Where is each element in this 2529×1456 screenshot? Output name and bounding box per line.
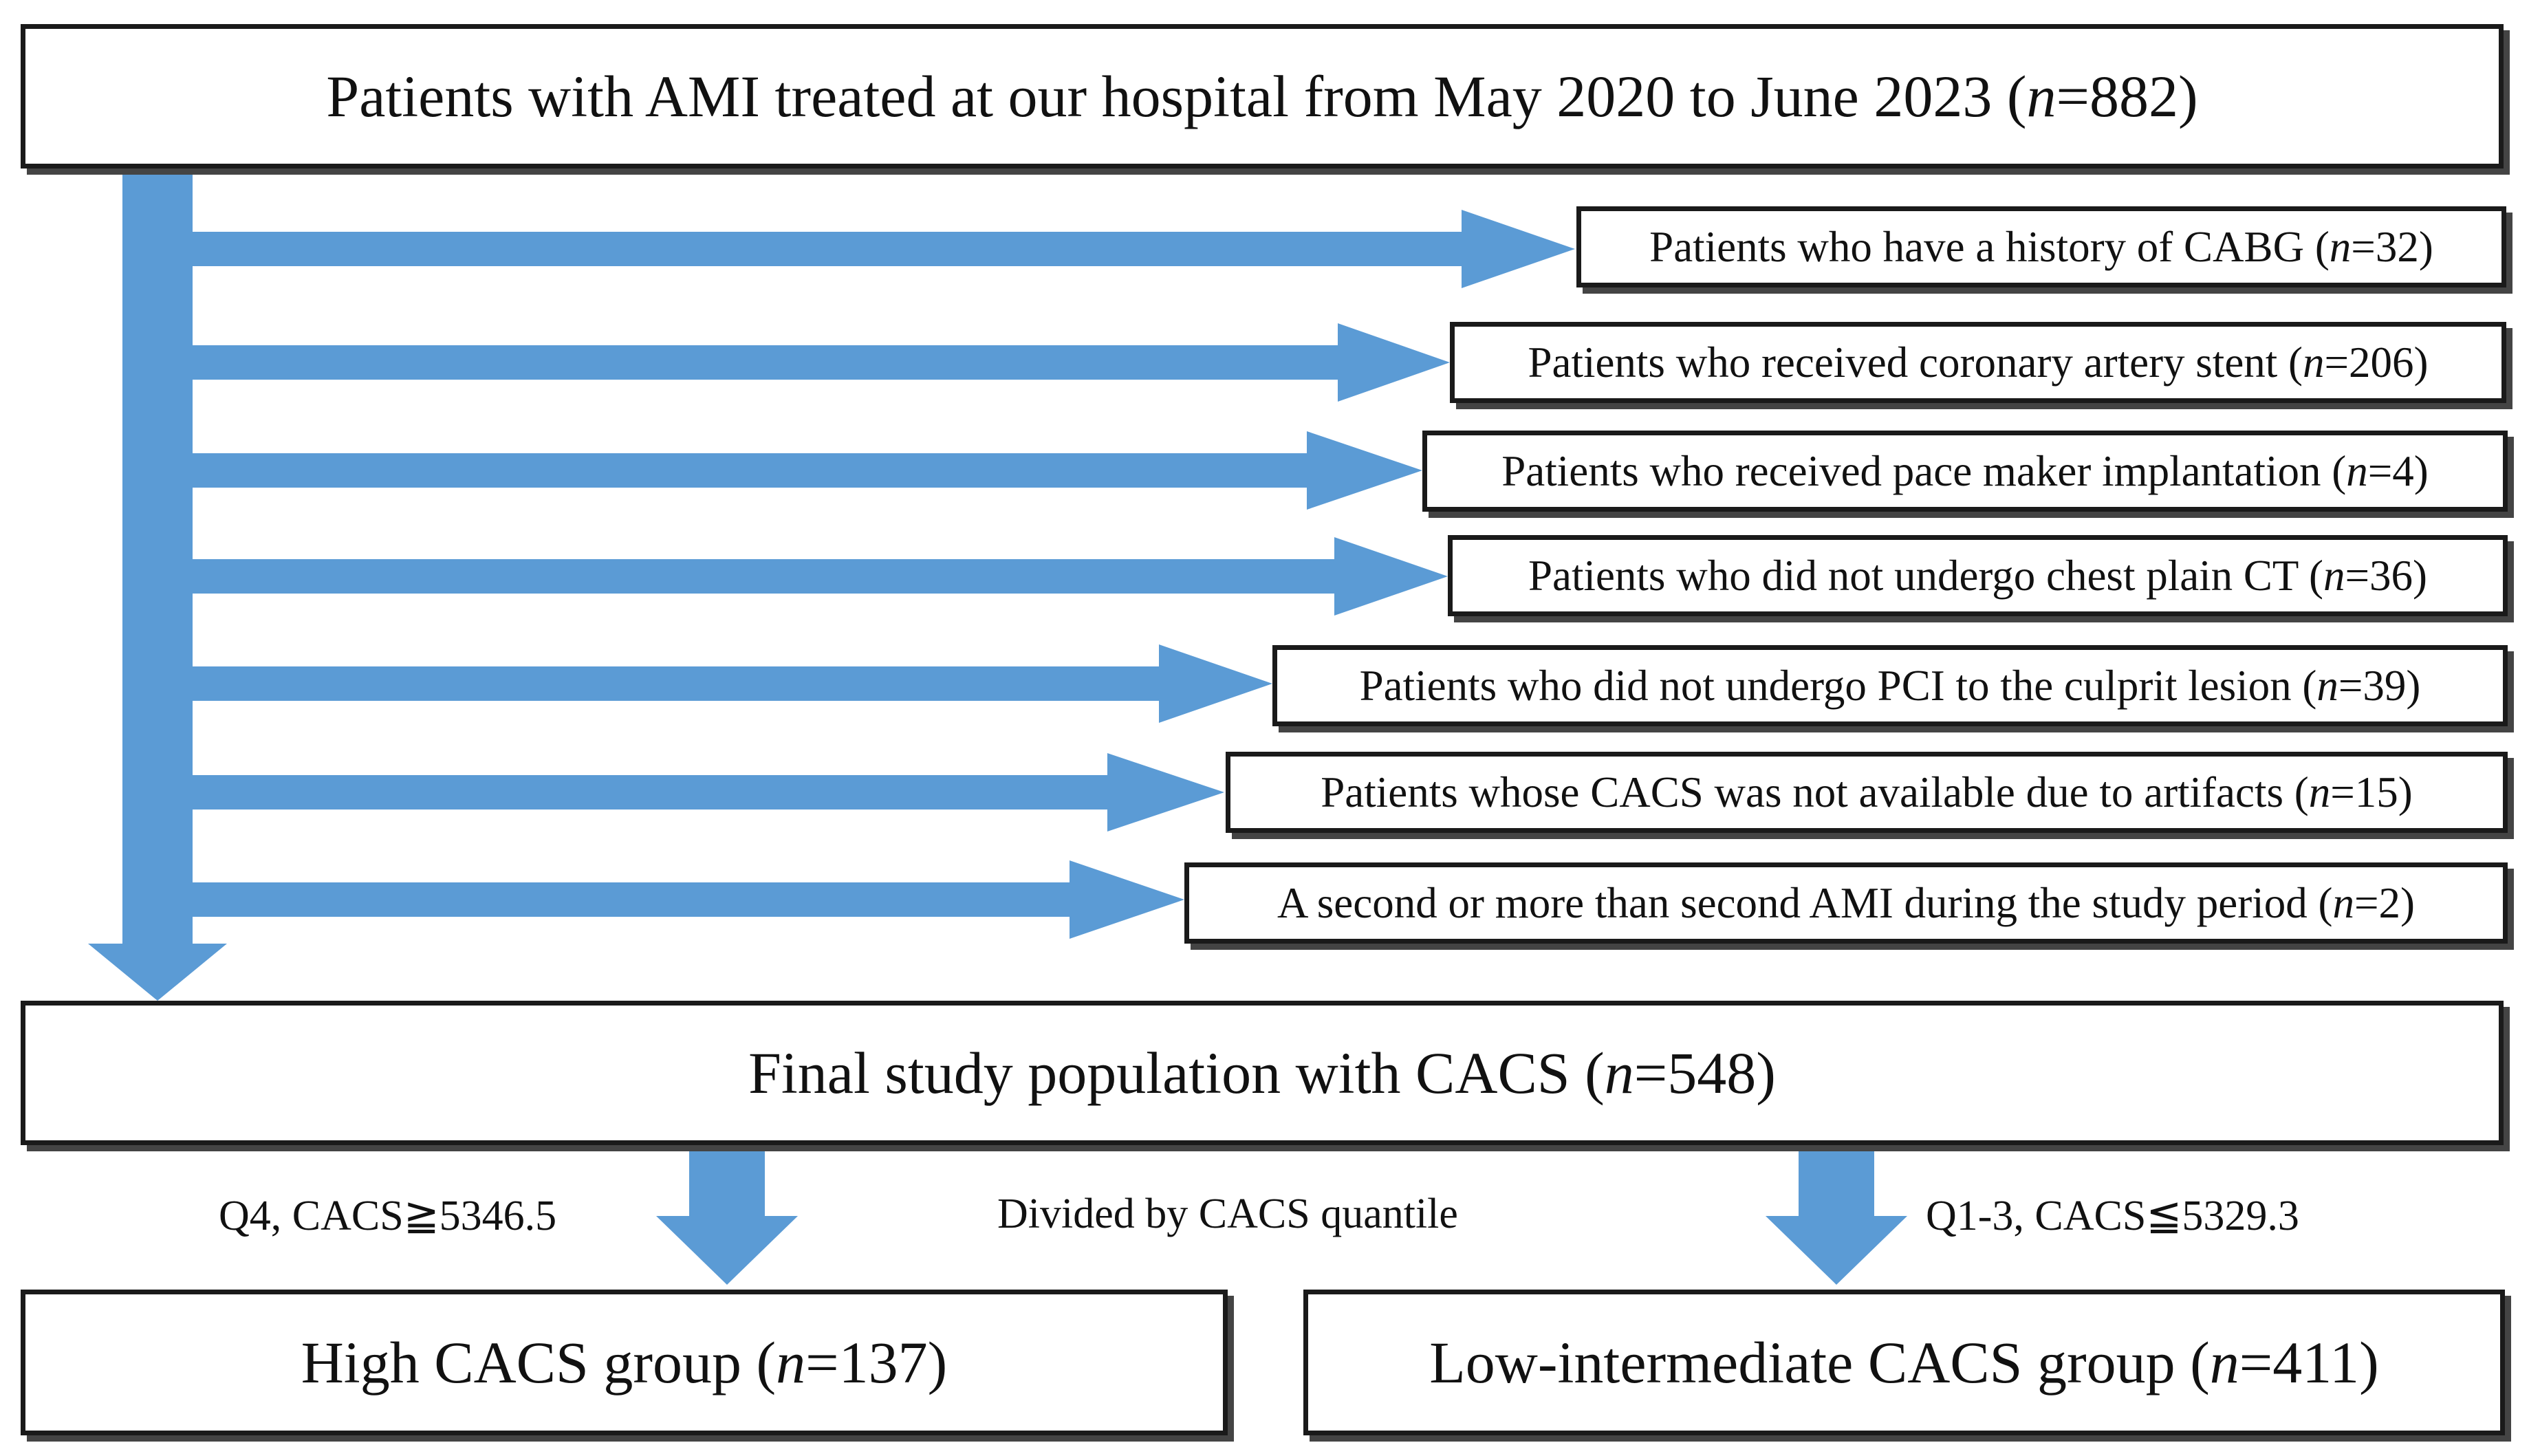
high-group-criterion-label: Q4, CACS≧5346.5 — [219, 1193, 557, 1239]
exclusion-arrow-4 — [193, 537, 1448, 616]
exclusion-box-6: Patients whose CACS was not available du… — [1226, 752, 2508, 833]
final-box-suffix: =548) — [1633, 1040, 1776, 1106]
exclusion-arrow-2 — [193, 323, 1450, 402]
exclusion-arrow-1 — [193, 210, 1575, 288]
exclusion-3-n: n — [2346, 446, 2368, 495]
exclusion-5-n: n — [2316, 661, 2338, 710]
exclusion-6-suffix: =15) — [2330, 768, 2413, 816]
low-box-prefix: Low-intermediate CACS group ( — [1429, 1329, 2210, 1395]
high-cacs-group-box: High CACS group (n=137) — [21, 1290, 1228, 1435]
exclusion-box-3: Patients who received pace maker implant… — [1422, 431, 2508, 512]
exclusion-1-suffix: =32) — [2351, 222, 2433, 271]
exclusion-2-n: n — [2303, 338, 2325, 387]
exclusion-7-prefix: A second or more than second AMI during … — [1277, 878, 2333, 927]
high-box-prefix: High CACS group ( — [301, 1329, 777, 1395]
low-group-criterion-label: Q1-3, CACS≦5329.3 — [1926, 1193, 2299, 1239]
exclusion-2-prefix: Patients who received coronary artery st… — [1528, 338, 2303, 387]
high-box-n: n — [776, 1329, 806, 1395]
exclusion-1-prefix: Patients who have a history of CABG ( — [1649, 222, 2330, 271]
exclusion-1-n: n — [2329, 222, 2352, 271]
exclusion-5-prefix: Patients who did not undergo PCI to the … — [1359, 661, 2317, 710]
low-intermediate-cacs-group-box: Low-intermediate CACS group (n=411) — [1303, 1290, 2505, 1435]
high-box-suffix: =137) — [805, 1329, 948, 1395]
exclusion-arrow-5 — [193, 644, 1272, 723]
exclusion-7-n: n — [2332, 878, 2354, 927]
final-population-box: Final study population with CACS (n=548) — [21, 1001, 2504, 1145]
top-box-n: n — [2026, 63, 2056, 129]
exclusion-box-2: Patients who received coronary artery st… — [1450, 322, 2506, 403]
high-group-arrow — [656, 1145, 798, 1285]
exclusion-4-suffix: =36) — [2345, 551, 2428, 600]
top-box-suffix: =882) — [2056, 63, 2198, 129]
exclusion-7-suffix: =2) — [2354, 878, 2415, 927]
split-method-label: Divided by CACS quantile — [997, 1191, 1458, 1237]
exclusion-2-suffix: =206) — [2324, 338, 2429, 387]
exclusion-arrow-7 — [193, 860, 1184, 939]
exclusion-4-n: n — [2323, 551, 2345, 600]
exclusion-box-4: Patients who did not undergo chest plain… — [1448, 535, 2508, 616]
low-box-suffix: =411) — [2239, 1329, 2379, 1395]
exclusion-arrow-6 — [193, 753, 1224, 832]
exclusion-arrow-3 — [193, 431, 1422, 510]
main-trunk-arrow — [88, 172, 227, 1001]
exclusion-box-7: A second or more than second AMI during … — [1184, 862, 2508, 944]
low-box-n: n — [2209, 1329, 2239, 1395]
exclusion-6-n: n — [2308, 768, 2331, 816]
exclusion-box-1: Patients who have a history of CABG (n=3… — [1576, 206, 2506, 287]
final-box-n: n — [1604, 1040, 1634, 1106]
final-box-prefix: Final study population with CACS ( — [748, 1040, 1605, 1106]
exclusion-4-prefix: Patients who did not undergo chest plain… — [1528, 551, 2324, 600]
exclusion-box-5: Patients who did not undergo PCI to the … — [1272, 645, 2508, 726]
exclusion-3-prefix: Patients who received pace maker implant… — [1501, 446, 2347, 495]
low-group-arrow — [1766, 1145, 1907, 1285]
exclusion-6-prefix: Patients whose CACS was not available du… — [1321, 768, 2309, 816]
exclusion-3-suffix: =4) — [2367, 446, 2429, 495]
exclusion-5-suffix: =39) — [2338, 661, 2421, 710]
top-box-prefix: Patients with AMI treated at our hospita… — [326, 63, 2027, 129]
top-population-box: Patients with AMI treated at our hospita… — [21, 24, 2504, 169]
